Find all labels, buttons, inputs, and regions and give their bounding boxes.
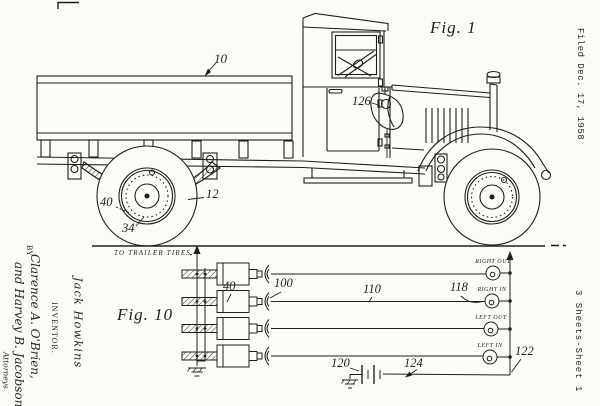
valve-row-4 (181, 344, 483, 368)
terminal-left-out: LEFT OUT (475, 315, 507, 321)
front-fender (417, 126, 552, 181)
ref-118-indicator: 118 (450, 280, 468, 294)
terminal-right-out: RIGHT OUT (475, 259, 511, 265)
fig1-caption: Fig. 1 (430, 18, 477, 37)
attorneys-label: Attorneys (1, 352, 11, 389)
radiator (489, 83, 498, 132)
fig1-leaders (115, 62, 217, 227)
attorney-signature-line2: and Harvey B. Jacobson, (12, 262, 26, 406)
ref-122-panel: 122 (515, 344, 534, 358)
door-handle (328, 88, 343, 94)
running-board (303, 168, 413, 184)
ref-40-schematic: 40 (223, 279, 236, 293)
valve-row-2 (181, 290, 485, 313)
ref-100-connector: 100 (274, 276, 293, 290)
sheet-number: 3 Sheets-Sheet 1 (573, 290, 583, 393)
indicator-terminals (482, 265, 512, 365)
ground-line (92, 244, 566, 247)
ref-124-ground-wire: 124 (404, 356, 423, 370)
trailer-tires-note: TO TRAILER TIRES (114, 249, 192, 257)
ref-40-valve: 40 (100, 195, 113, 209)
valve-units (181, 262, 486, 368)
front-spring-shackle (434, 153, 448, 183)
valve-row-1 (181, 262, 486, 286)
ground-symbol-left (187, 367, 206, 377)
hood (391, 70, 501, 151)
panel-feed-line (382, 251, 514, 376)
terminal-right-in: RIGHT IN (477, 287, 507, 293)
by-label: BY (25, 245, 34, 257)
truck-drawing (36, 12, 566, 247)
steering-wheel (337, 50, 377, 78)
ground-symbol-battery (341, 379, 358, 389)
valve-row-3 (181, 317, 484, 340)
terminal-left-in: LEFT IN (477, 343, 503, 349)
signal-device-126 (370, 86, 404, 158)
cab (302, 12, 392, 158)
filed-date: Filed Dec. 17, 1958 (575, 28, 585, 141)
ref-10-bed: 10 (214, 51, 227, 66)
rear-wheel (96, 145, 198, 247)
fig10-leaders (226, 291, 522, 378)
grille-louvers (425, 108, 469, 143)
ref-120-battery: 120 (331, 356, 350, 370)
ref-12-tire: 12 (206, 187, 219, 201)
battery (349, 365, 381, 384)
scan-mark (57, 1, 79, 9)
front-wheel (443, 148, 541, 246)
ref-34-hub: 34 (122, 221, 135, 235)
inventor-name: Jack Howkins (71, 277, 86, 369)
schematic-drawing (181, 245, 522, 389)
attorney-signature-line1: Clarence A. O'Brien, (28, 254, 42, 379)
bus-junction-dots (195, 272, 207, 358)
ref-110-wire: 110 (363, 282, 381, 296)
inventor-title: INVENTOR. (50, 302, 59, 354)
fig10-caption: Fig. 10 (117, 305, 174, 324)
front-bumper-bracket (418, 165, 433, 187)
ref-126-signal: 126 (352, 94, 371, 108)
cargo-bed (36, 75, 293, 141)
